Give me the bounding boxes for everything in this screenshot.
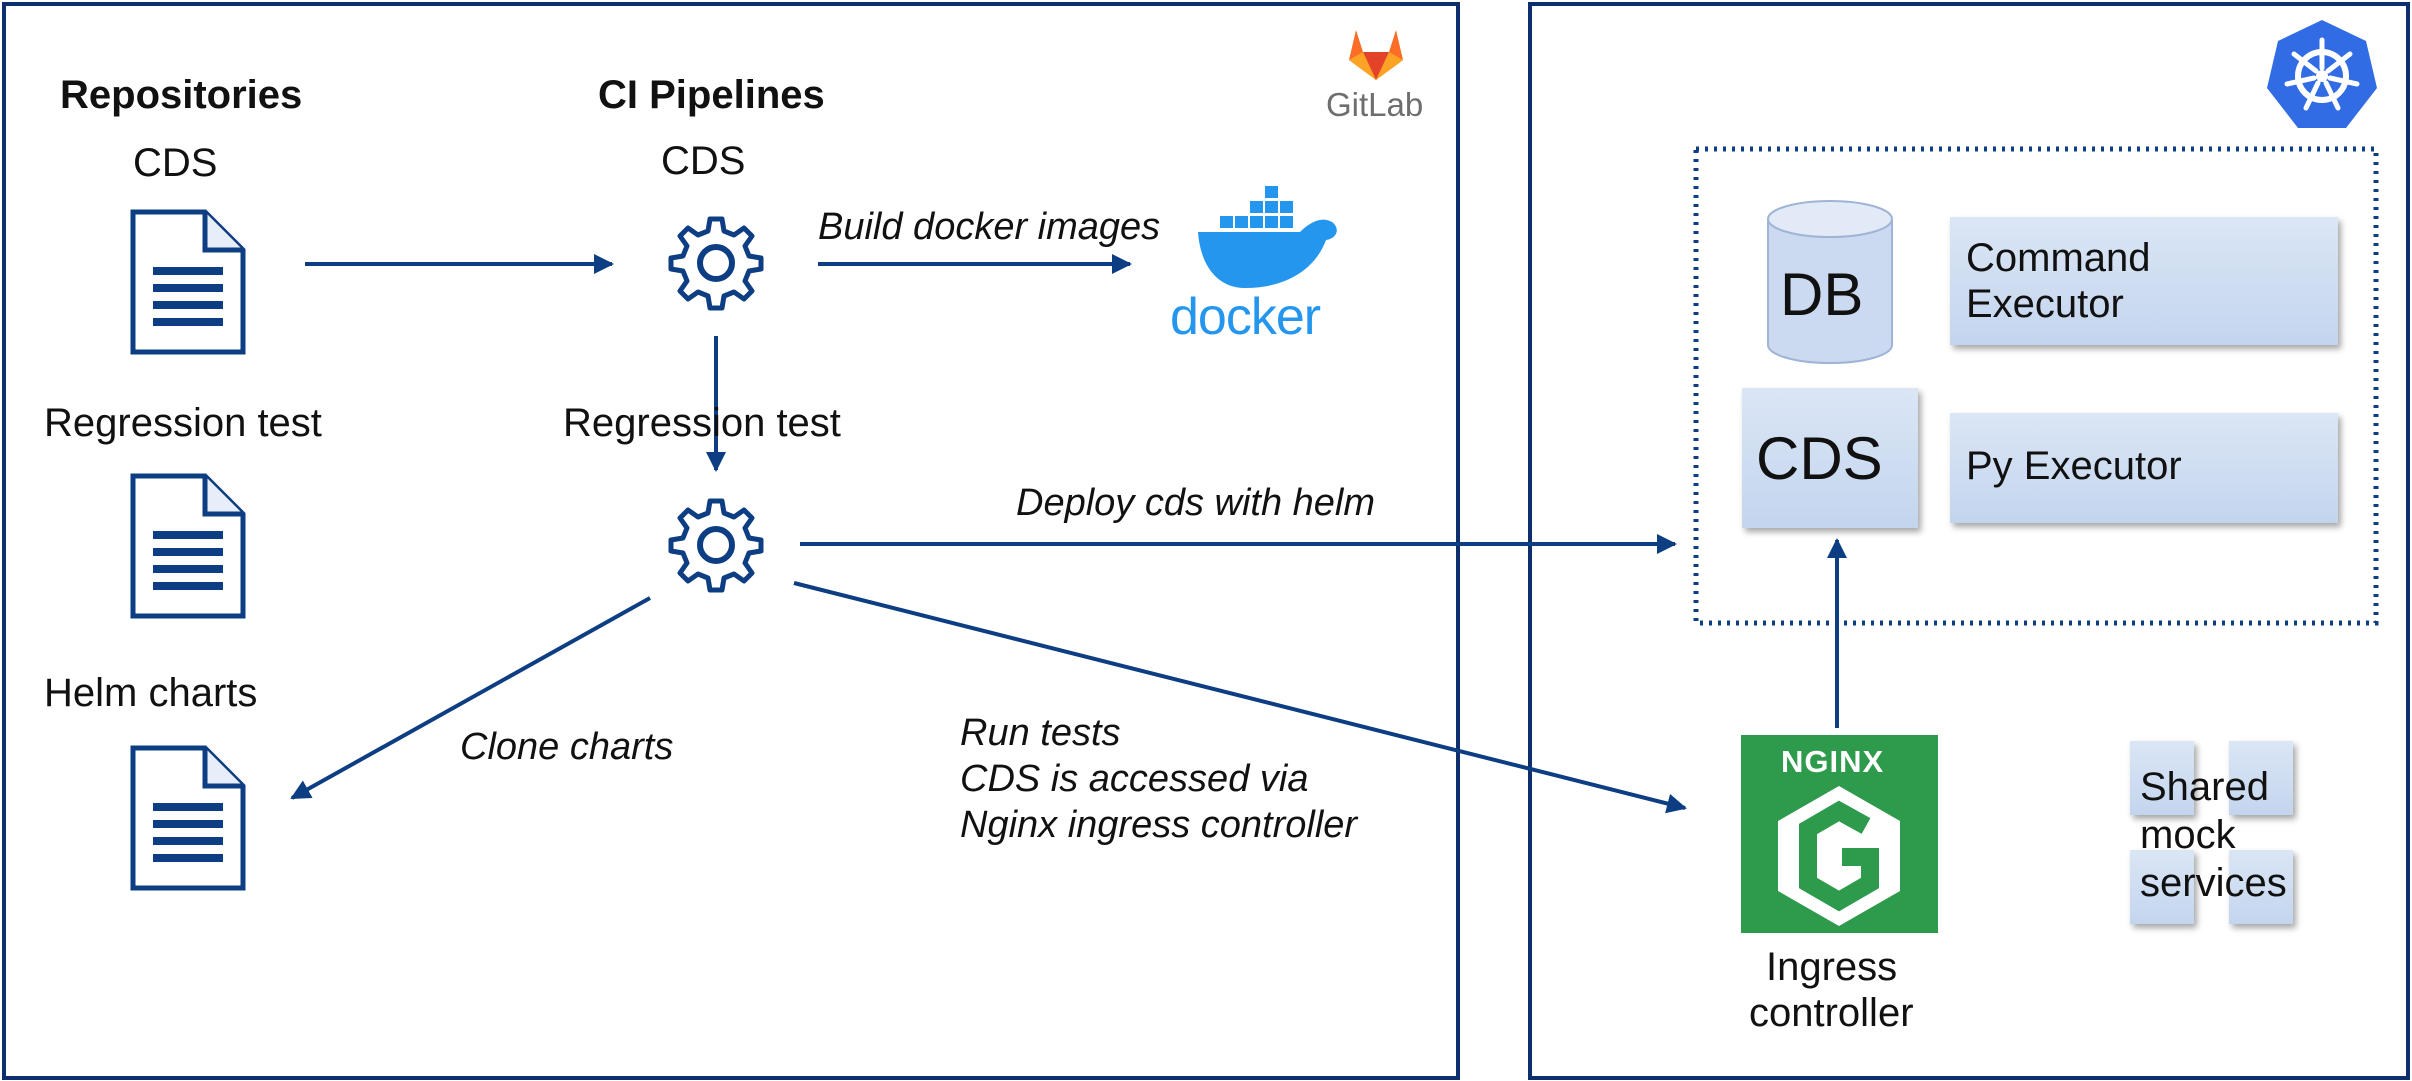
cds-repo-document-icon: [133, 212, 243, 352]
nginx-logo-text: NGINX: [1781, 744, 1885, 779]
ingress-controller-label-line1: Ingress: [1766, 945, 1898, 989]
regression-repo-document-icon: [133, 476, 243, 616]
kubernetes-logo-icon: [2267, 20, 2377, 128]
mock-service-box-1: [2130, 741, 2194, 815]
docker-whale-icon: [1198, 186, 1337, 288]
cds-service-box: CDS: [1742, 388, 1918, 528]
py-executor-label: Py Executor: [1966, 444, 2182, 488]
shared-mock-label-line2: mock: [2140, 813, 2236, 857]
build-images-label: Build docker images: [818, 206, 1161, 248]
mock-service-box-4: [2229, 850, 2293, 924]
shared-mock-label-line3: services: [2140, 861, 2287, 905]
db-cylinder-icon: [1767, 200, 1893, 364]
run-tests-label-line2: CDS is accessed via: [960, 758, 1309, 800]
py-executor-box: Py Executor: [1950, 413, 2338, 523]
nginx-logo-icon: [1741, 735, 1938, 933]
shared-mock-label-line1: Shared: [2140, 765, 2269, 809]
command-executor-label-line1: Command: [1966, 236, 2151, 280]
gitlab-logo-text: GitLab: [1326, 86, 1424, 123]
command-executor-label-line2: Executor: [1966, 282, 2124, 326]
connectors: [290, 254, 1847, 814]
mock-service-box-2: [2229, 741, 2293, 815]
clone-charts-label: Clone charts: [460, 726, 674, 768]
docker-logo-text: docker: [1170, 288, 1321, 346]
mock-service-box-3: [2130, 850, 2194, 924]
cds-pipeline-gear-icon: [671, 219, 761, 308]
ci-pipelines-header: CI Pipelines: [598, 73, 825, 117]
ingress-controller-label-line2: controller: [1749, 991, 1914, 1035]
pipeline-label-cds: CDS: [661, 139, 746, 183]
db-label: DB: [1780, 261, 1864, 328]
helm-repo-document-icon: [133, 748, 243, 888]
command-executor-box: Command Executor: [1950, 217, 2338, 345]
gitlab-logo-icon: [1349, 30, 1403, 80]
repo-label-helm-charts: Helm charts: [44, 671, 258, 715]
repo-label-cds: CDS: [133, 141, 218, 185]
gitlab-panel: [2, 2, 1460, 1080]
cds-service-label: CDS: [1756, 425, 1883, 492]
kubernetes-panel: [1528, 2, 2410, 1080]
regression-pipeline-gear-icon: [671, 501, 761, 590]
pipeline-label-regression-test: Regression test: [563, 401, 841, 445]
repositories-header: Repositories: [60, 73, 303, 117]
run-tests-arrow: [793, 581, 1687, 814]
deploy-label: Deploy cds with helm: [1016, 482, 1376, 524]
repo-label-regression-test: Regression test: [44, 401, 322, 445]
namespace-dotted-box: [1693, 146, 2379, 626]
run-tests-label-line3: Nginx ingress controller: [960, 804, 1358, 846]
clone-charts-arrow: [290, 596, 651, 800]
run-tests-label-line1: Run tests: [960, 712, 1121, 754]
